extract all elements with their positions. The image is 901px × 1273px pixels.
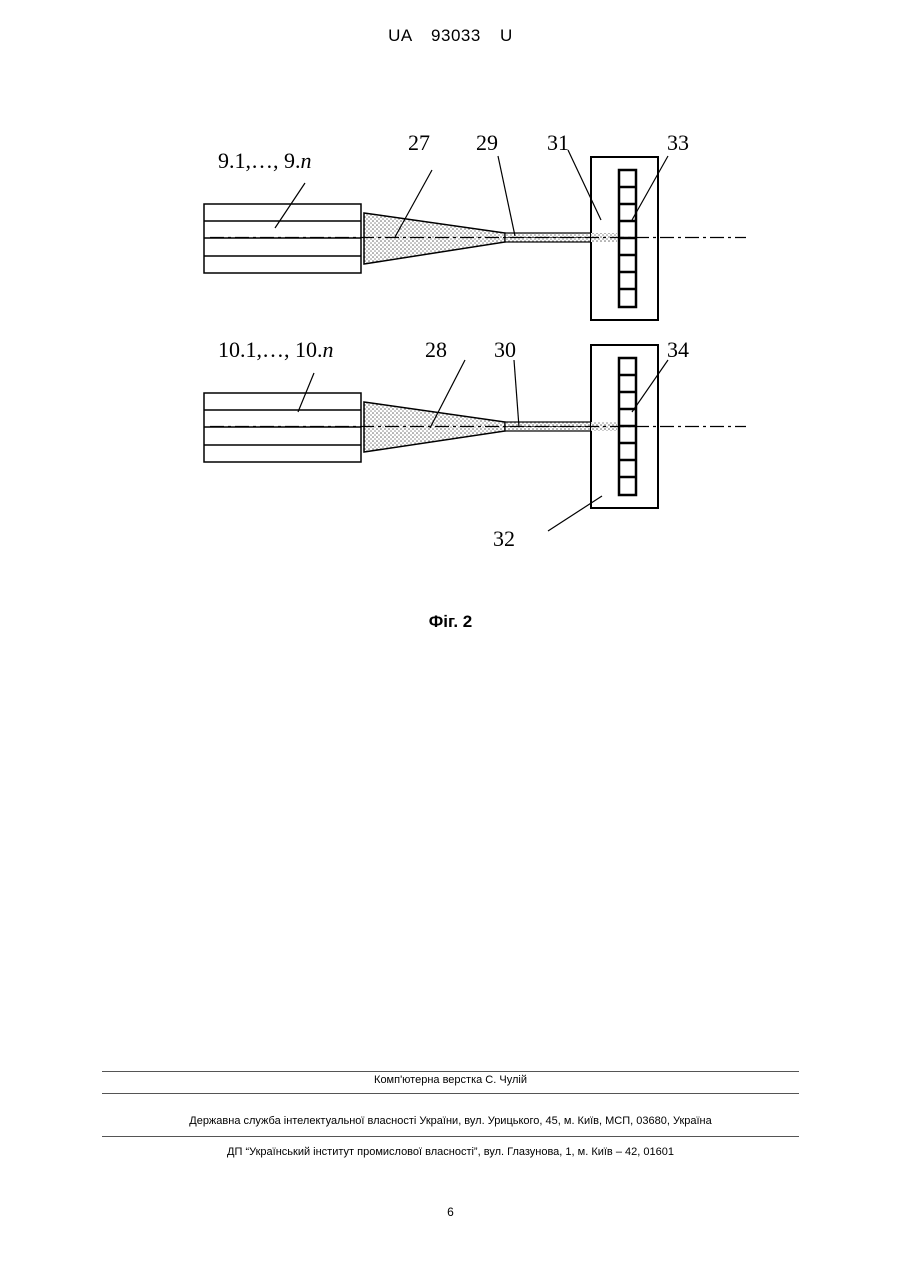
footer-divider-3: [102, 1136, 799, 1137]
fiber-bundle-lower: [204, 393, 361, 462]
label-27: 27: [408, 130, 430, 155]
figure-2-drawing: 9.1,…, 9.n 27 29 31 33: [0, 0, 901, 640]
label-33: 33: [667, 130, 689, 155]
lower-assembly: 10.1,…, 10.n 28 30 32 34: [204, 337, 746, 551]
label-29: 29: [476, 130, 498, 155]
label-30: 30: [494, 337, 516, 362]
label-bundle-lower: 10.1,…, 10.n: [218, 337, 334, 362]
footer-office-address: Державна служба інтелектуальної власност…: [0, 1115, 901, 1127]
footer-institute-address: ДП “Український інститут промислової вла…: [0, 1146, 901, 1158]
footer-divider-1: [102, 1071, 799, 1072]
label-31: 31: [547, 130, 569, 155]
upper-assembly: 9.1,…, 9.n 27 29 31 33: [204, 130, 746, 320]
taper-upper: [364, 213, 505, 264]
figure-caption: Фіг. 2: [0, 612, 901, 632]
fiber-bundle-upper: [204, 204, 361, 273]
page-number: 6: [0, 1205, 901, 1219]
label-28: 28: [425, 337, 447, 362]
footer-layout-credit: Комп'ютерна верстка С. Чулій: [0, 1074, 901, 1086]
label-34: 34: [667, 337, 689, 362]
label-bundle-upper: 9.1,…, 9.n: [218, 148, 312, 173]
label-32: 32: [493, 526, 515, 551]
detector-array-upper: [619, 170, 636, 307]
footer-divider-2: [102, 1093, 799, 1094]
